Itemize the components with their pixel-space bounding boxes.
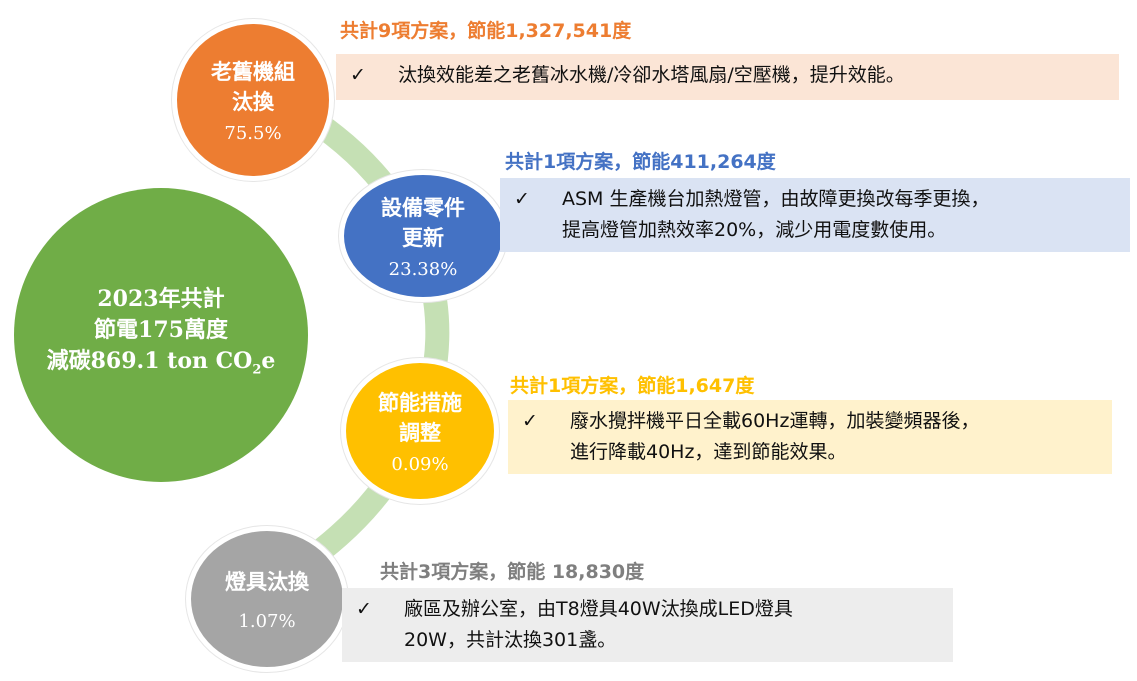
summary-line-year: 2023年共計 [97,286,225,313]
category-percent: 75.5% [224,122,282,144]
category-title: 設備零件 [381,195,465,220]
plan-box-measure-adjust: ✓ 廢水攪拌機平日全載60Hz運轉，加裝變頻器後， 進行降載40Hz，達到節能效… [508,400,1112,474]
plan-header-measure-adjust: 共計1項方案，節能1,647度 [510,375,755,397]
category-title: 更新 [402,225,444,250]
summary-line-electricity: 節電175萬度 [94,317,228,344]
plan-line: 進行降載40Hz，達到節能效果。 [570,441,847,463]
plan-line: 提高燈管加熱效率20%，減少用電度數使用。 [562,219,947,241]
category-circle-parts-renewal: 設備零件 更新 23.38% [339,170,507,302]
category-circle-measure-adjust: 節能措施 調整 0.09% [341,358,499,504]
plan-line: 汰換效能差之老舊冰水機/冷卻水塔風扇/空壓機，提升效能。 [398,64,905,86]
category-title: 老舊機組 [211,59,295,84]
category-percent: 0.09% [391,453,449,475]
category-circle-old-units: 老舊機組 汰換 75.5% [172,19,334,181]
category-percent: 1.07% [238,610,296,632]
plan-line: 20W，共計汰換301盞。 [404,629,617,651]
plan-box-lighting: ✓ 廠區及辦公室，由T8燈具40W汰換成LED燈具 20W，共計汰換301盞。 [342,588,953,662]
summary-line-carbon: 減碳869.1 ton CO2e [46,348,276,378]
check-icon: ✓ [514,188,530,210]
check-icon: ✓ [356,598,372,620]
plan-line: 廠區及辦公室，由T8燈具40W汰換成LED燈具 [404,598,793,620]
summary-circle: 2023年共計 節電175萬度 減碳869.1 ton CO2e [14,188,308,482]
category-circle-lighting: 燈具汰換 1.07% [186,526,348,672]
plan-box-old-units: ✓ 汰換效能差之老舊冰水機/冷卻水塔風扇/空壓機，提升效能。 [336,54,1119,100]
category-title: 燈具汰換 [225,569,309,594]
plan-header-parts-renewal: 共計1項方案，節能411,264度 [505,151,776,173]
category-percent: 23.38% [388,258,458,280]
plan-line: ASM 生產機台加熱燈管，由故障更換改每季更換， [562,188,990,210]
check-icon: ✓ [350,64,366,86]
category-title: 汰換 [232,89,274,114]
category-title: 節能措施 [378,390,462,415]
check-icon: ✓ [522,410,538,432]
plan-header-old-units: 共計9項方案，節能1,327,541度 [340,20,632,42]
category-title: 調整 [399,420,441,445]
plan-header-lighting: 共計3項方案，節能 18,830度 [380,561,645,583]
plan-box-parts-renewal: ✓ ASM 生產機台加熱燈管，由故障更換改每季更換， 提高燈管加熱效率20%，減… [500,178,1130,252]
plan-line: 廢水攪拌機平日全載60Hz運轉，加裝變頻器後， [570,410,980,432]
